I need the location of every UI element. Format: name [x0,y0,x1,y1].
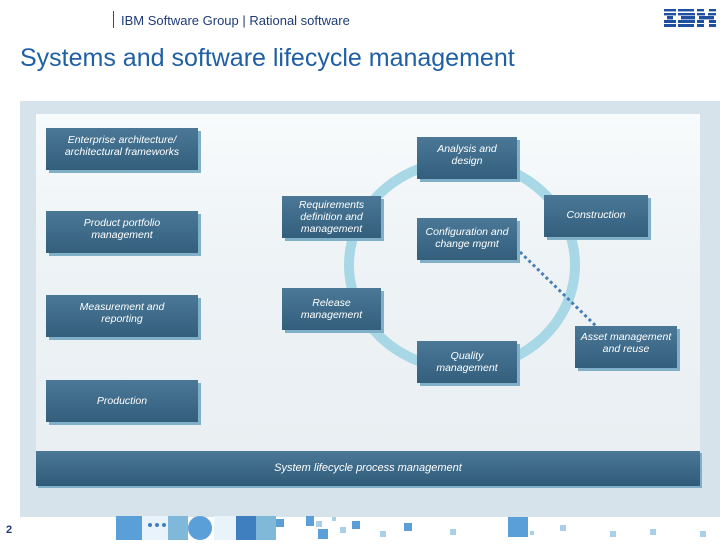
page-number: 2 [6,524,13,536]
box-label: Product portfolio management [83,217,161,241]
box-label: Configuration and change mgmt [425,226,509,250]
box-production[interactable]: Production [46,380,198,422]
box-configuration-change[interactable]: Configuration and change mgmt [417,218,517,260]
footer-strip [0,513,728,546]
system-lifecycle-bar[interactable]: System lifecycle process management [36,451,700,486]
header-text: IBM Software Group | Rational software [121,13,350,28]
header-bar: IBM Software Group | Rational software [0,0,728,40]
box-label: Requirements definition and management [298,199,365,235]
box-release[interactable]: Release management [282,288,381,330]
box-label: Asset management and reuse [580,331,672,355]
box-enterprise-architecture[interactable]: Enterprise architecture/ architectural f… [46,128,198,170]
box-analysis-design[interactable]: Analysis and design [417,137,517,179]
box-product-portfolio[interactable]: Product portfolio management [46,211,198,253]
box-label: Production [96,395,148,407]
box-requirements[interactable]: Requirements definition and management [282,196,381,238]
header-divider [113,11,114,28]
box-label: Release management [300,297,363,321]
box-asset-management[interactable]: Asset management and reuse [575,326,677,368]
ibm-logo-icon [664,9,716,27]
asset-link-dotted-line [518,250,600,330]
box-label: Analysis and design [437,143,497,167]
page-title: Systems and software lifecycle managemen… [20,44,515,72]
box-construction[interactable]: Construction [544,195,648,237]
box-label: Measurement and reporting [79,301,165,325]
box-label: Construction [566,209,626,221]
footer-decor-icon [116,516,706,540]
box-measurement-reporting[interactable]: Measurement and reporting [46,295,198,337]
box-label: Quality management [436,350,498,374]
box-label: Enterprise architecture/ architectural f… [64,134,180,158]
box-quality[interactable]: Quality management [417,341,517,383]
